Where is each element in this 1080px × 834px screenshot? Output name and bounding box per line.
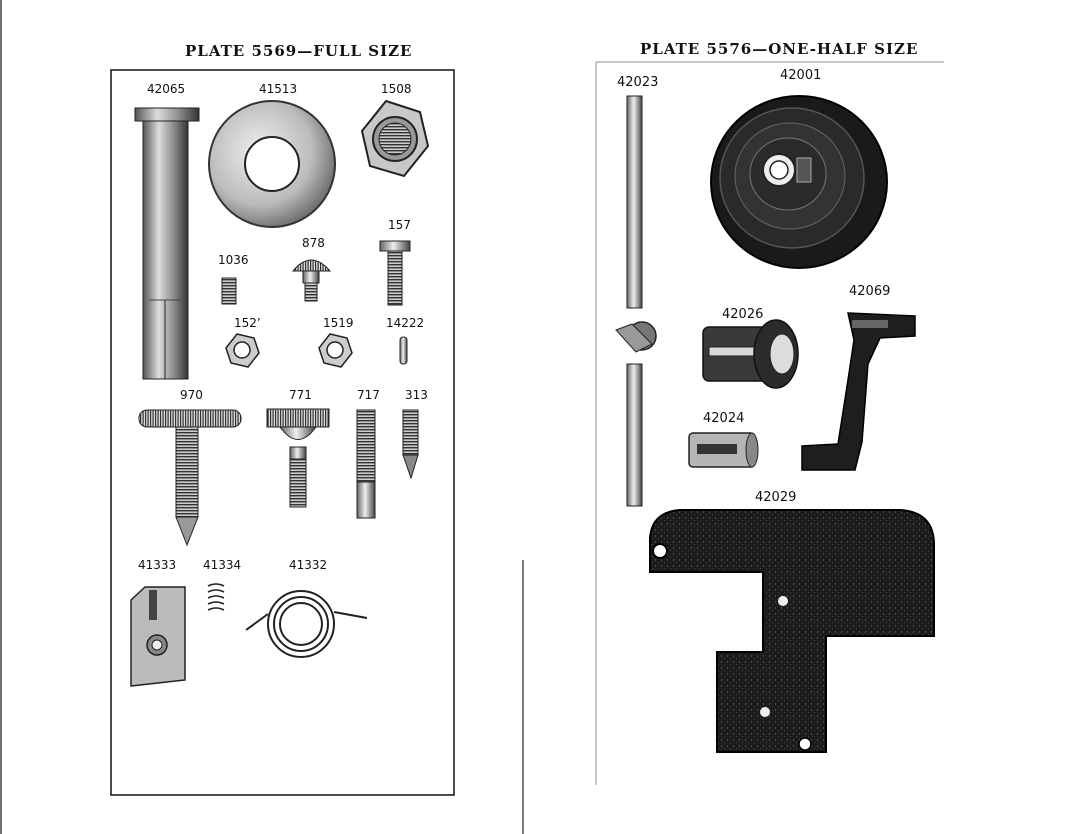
label-14222: 14222 <box>386 316 425 330</box>
label-1508: 1508 <box>381 82 412 96</box>
part-42001-pulley <box>710 95 888 269</box>
label-878: 878 <box>302 236 325 250</box>
part-970-thumb-screw <box>138 409 242 547</box>
label-42029: 42029 <box>755 490 797 505</box>
part-42023-rod <box>615 95 657 507</box>
part-42029-plate <box>649 509 935 753</box>
label-1521: 152’ <box>234 316 261 330</box>
label-41513: 41513 <box>259 82 298 96</box>
part-313-screw <box>402 409 419 480</box>
label-1519: 1519 <box>323 316 354 330</box>
right-plate-title: PLATE 5576—ONE-HALF SIZE <box>640 40 919 58</box>
part-14222-pin <box>399 336 408 365</box>
part-878-screw <box>291 259 332 302</box>
label-42001: 42001 <box>780 68 822 83</box>
label-41334: 41334 <box>203 558 242 572</box>
label-42069: 42069 <box>849 284 891 299</box>
label-771: 771 <box>289 388 312 402</box>
part-42065-pin <box>134 107 200 380</box>
part-1508-hex-nut <box>360 99 430 178</box>
part-41332-spring <box>245 590 368 658</box>
part-771-screw <box>266 408 330 508</box>
left-plate-frame <box>110 69 455 796</box>
part-1521-nut <box>225 333 260 368</box>
label-42024: 42024 <box>703 411 745 426</box>
part-1519-nut <box>318 333 353 368</box>
part-41513-washer <box>208 100 336 228</box>
part-157-screw <box>379 240 411 306</box>
label-42023: 42023 <box>617 75 659 90</box>
part-42026-collar <box>702 319 799 389</box>
part-42024-sleeve <box>688 432 759 468</box>
label-157: 157 <box>388 218 411 232</box>
part-717-stud <box>356 409 376 519</box>
left-plate-title: PLATE 5569—FULL SIZE <box>185 42 413 60</box>
label-1036: 1036 <box>218 253 249 267</box>
label-42065: 42065 <box>147 82 186 96</box>
label-717: 717 <box>357 388 380 402</box>
label-41332: 41332 <box>289 558 328 572</box>
label-313: 313 <box>405 388 428 402</box>
label-970: 970 <box>180 388 203 402</box>
part-41334-spring <box>207 583 225 611</box>
label-42026: 42026 <box>722 307 764 322</box>
part-1036-set-screw <box>221 277 237 305</box>
part-42069-crank-lever <box>801 312 916 471</box>
label-41333: 41333 <box>138 558 177 572</box>
part-41333-block <box>130 586 186 687</box>
